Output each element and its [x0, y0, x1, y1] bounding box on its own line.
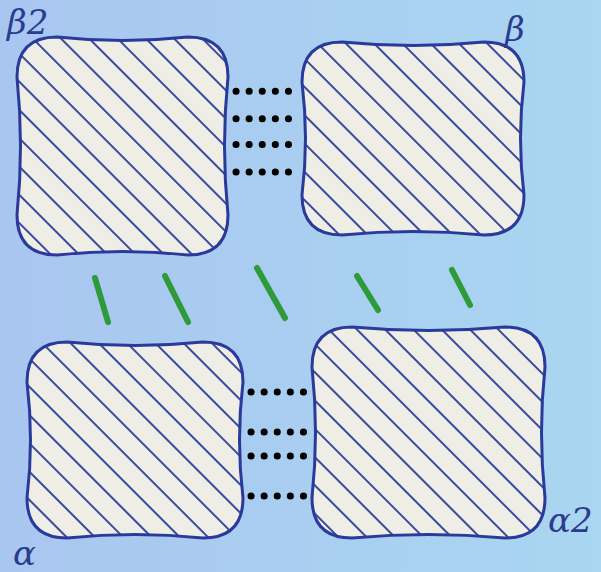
- blob-outline: [310, 325, 547, 540]
- region-label: β2: [7, 5, 48, 39]
- dot-row: [251, 389, 304, 396]
- dotted-connector: [251, 392, 304, 496]
- dot-row: [236, 115, 294, 122]
- dot-row: [236, 88, 294, 95]
- hatched-blob: β2: [15, 35, 230, 257]
- blob-shape: [17, 37, 228, 255]
- region-label: α: [13, 536, 36, 570]
- green-dashes: [95, 268, 470, 322]
- dotted-connector: [236, 91, 294, 172]
- blob-shape: [302, 42, 524, 235]
- region-label: α2: [548, 503, 593, 537]
- dot-row: [236, 141, 294, 148]
- dot-row: [251, 429, 304, 436]
- hatched-blob: α2: [310, 325, 547, 540]
- dot-row: [251, 453, 304, 460]
- blob-outline: [25, 340, 245, 540]
- hatched-blob: β: [300, 40, 526, 237]
- blob-outline: [15, 35, 230, 257]
- dot-row: [236, 168, 294, 175]
- hatched-blob: α: [25, 340, 245, 540]
- blob-shape: [312, 327, 545, 538]
- region-label: β: [505, 12, 525, 46]
- blob-shape: [27, 342, 243, 538]
- dot-row: [251, 493, 304, 500]
- blob-outline: [300, 40, 526, 237]
